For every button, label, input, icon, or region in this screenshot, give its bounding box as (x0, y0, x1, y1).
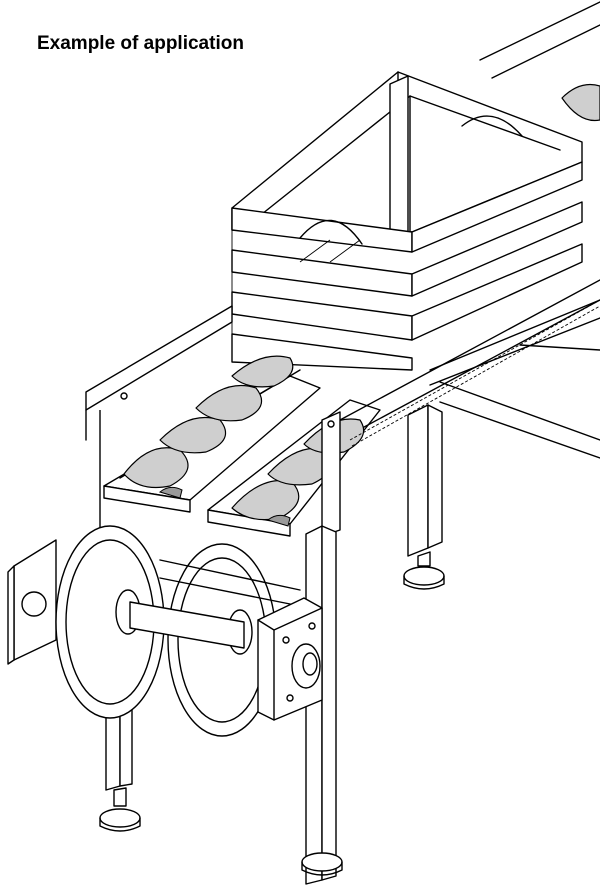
bearing-icon (257, 597, 323, 721)
drive-shaft (129, 559, 301, 649)
bearing-icon (7, 539, 57, 665)
crate-icon (231, 71, 583, 371)
side-guide-rail (85, 305, 233, 530)
frame-rails (429, 1, 600, 459)
rear-legs (407, 404, 443, 567)
leveling-foot-icon (403, 566, 445, 590)
leveling-foot-icon (99, 808, 343, 876)
page-title: Example of application (37, 33, 244, 54)
chain (349, 299, 600, 447)
